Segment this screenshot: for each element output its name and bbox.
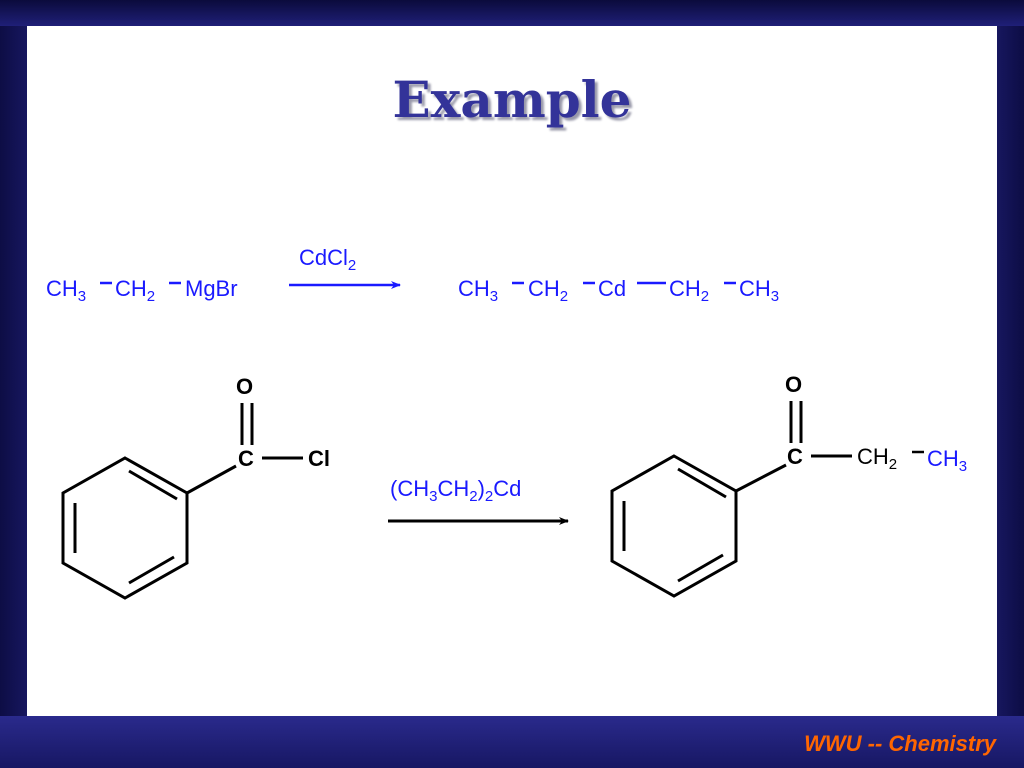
reactant-mgbr-group: MgBr xyxy=(185,276,238,301)
atom-cl: Cl xyxy=(308,446,330,471)
ring-carbonyl-bond xyxy=(186,464,237,495)
top-frame-band xyxy=(0,0,1024,26)
atom-o: O xyxy=(785,372,802,397)
reaction1-reactant: CH3 CH2 MgBr xyxy=(46,276,238,305)
product-ch2-left: CH2 xyxy=(528,276,568,305)
ring-double-bond xyxy=(128,469,178,501)
reaction1-product: CH3 CH2 Cd CH2 CH3 xyxy=(458,276,779,305)
reagent-cdcl2: CdCl2 xyxy=(299,245,356,274)
reactant-ch2-group: CH2 xyxy=(115,276,155,305)
propiophenone-structure xyxy=(610,401,852,598)
reagent-diethylcadmium: (CH3CH2)2Cd xyxy=(390,476,521,505)
product-ch2-right: CH2 xyxy=(669,276,709,305)
footer-label: WWU -- Chemistry xyxy=(804,731,996,756)
reactant-ch3-group: CH3 xyxy=(46,276,86,305)
product-cd: Cd xyxy=(598,276,626,301)
product-ch2-group: CH2 xyxy=(857,444,897,473)
atom-c: C xyxy=(238,446,254,471)
benzoyl-chloride-structure xyxy=(61,403,303,600)
benzene-ring xyxy=(610,454,738,598)
benzoyl-chloride-labels: O C Cl xyxy=(236,374,330,471)
atom-c: C xyxy=(787,444,803,469)
benzene-ring xyxy=(61,456,189,600)
product-ch3-right: CH3 xyxy=(739,276,779,305)
propiophenone-labels: O C CH2 CH3 xyxy=(785,372,967,475)
atom-o: O xyxy=(236,374,253,399)
bottom-frame-band xyxy=(0,716,1024,768)
slide-canvas xyxy=(27,26,997,716)
product-ch3-group: CH3 xyxy=(927,446,967,475)
ring-carbonyl-bond xyxy=(735,463,787,493)
ring-double-bond xyxy=(128,555,175,585)
ring-double-bond xyxy=(677,467,727,499)
product-ch3-left: CH3 xyxy=(458,276,498,305)
slide-title: Example xyxy=(392,70,632,129)
ring-double-bond xyxy=(677,553,724,583)
